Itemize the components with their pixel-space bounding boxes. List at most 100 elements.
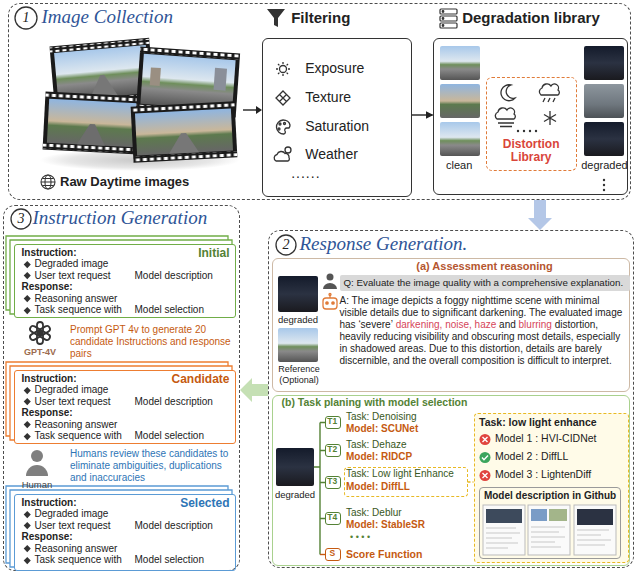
funnel-icon: [267, 9, 285, 27]
robot-icon: [323, 298, 337, 309]
task-text: Task: Deblur: [346, 507, 402, 519]
image-caption: Raw Daytime images: [60, 174, 189, 190]
field-item: Task sequence with: [35, 304, 122, 316]
distortion-term: blurring: [519, 319, 552, 330]
globe-icon: [41, 175, 55, 189]
icon-caption: Human: [15, 479, 59, 490]
github-screenshots: [528, 505, 570, 555]
section-panel: Response Generation.(a) Assessment reaso…: [268, 230, 634, 568]
person-icon: [323, 274, 337, 290]
filter-icons: [279, 123, 281, 125]
model-option: Model 1 : HVI-CIDNet: [495, 432, 597, 445]
assessment-box: (a) Assessment reasoningA: The image dep…: [272, 258, 630, 392]
weather-icons: [539, 84, 559, 95]
film-strips: [43, 92, 142, 155]
person-icon: [327, 274, 334, 281]
model-status-icons: [483, 473, 488, 478]
film-strips: [77, 123, 106, 145]
robot-icon: [332, 302, 334, 304]
weather-icons: [535, 130, 537, 132]
github-screenshots: [531, 527, 565, 547]
film-strips: [47, 99, 137, 148]
bullet: [24, 295, 30, 301]
instruction-card: CandidateInstruction:Degraded imageUser …: [14, 370, 236, 444]
stacked-frames: [10, 366, 232, 440]
model-text: Model: StableSR: [346, 519, 425, 531]
instruction-card: SelectedInstruction:Degraded imageUser t…: [14, 494, 236, 571]
assessment-photos: [278, 276, 318, 312]
bullet: [24, 421, 30, 427]
bullet: [24, 545, 30, 551]
filter-icons: [284, 123, 286, 125]
section-title: Response Generation.: [300, 233, 468, 256]
sample-photos: [603, 184, 605, 186]
person-icon: [323, 283, 337, 289]
field-item: Model selection: [135, 554, 204, 566]
task-tree: [276, 448, 314, 486]
box-heading: Model description in Github: [479, 490, 621, 502]
weather-icons: [543, 98, 555, 102]
sample-photos: [440, 84, 480, 118]
image-caption: degraded: [271, 489, 319, 500]
field-heading: Response:: [22, 281, 73, 293]
film-strips: [150, 67, 161, 86]
field-item: Reasoning answer: [35, 293, 118, 305]
question-text: Q: Evaluate the image quality with a com…: [344, 277, 624, 289]
model-box: Task: low light enhanceModel 1 : HVI-CID…: [474, 413, 629, 563]
server-icon: [440, 9, 457, 28]
weather-icons: [501, 85, 515, 101]
field-heading: Instruction:: [22, 373, 77, 385]
model-status-icons: [480, 434, 491, 445]
gpt-logo: [29, 325, 42, 336]
task-tag: T2: [325, 444, 341, 457]
github-screenshots: [483, 505, 616, 555]
task-tag: T3: [325, 476, 341, 489]
field-heading: Response:: [22, 531, 73, 543]
stacked-frames: [6, 236, 232, 567]
logo-caption: GPT-4V: [16, 347, 64, 358]
human-icon: [26, 450, 48, 476]
planning-box: (b) Task planing with model selectionT1T…: [272, 395, 630, 566]
sample-photos: [440, 122, 480, 156]
section-title: Image Collection: [42, 6, 173, 29]
sample-photos: [440, 46, 480, 80]
globe-icon: [41, 175, 55, 189]
field-item: User text request: [35, 520, 111, 532]
box-heading: Task: low light enhance: [479, 416, 597, 429]
filter-item: Texture: [305, 89, 351, 106]
filter-item: Weather: [305, 146, 358, 163]
server-icon: [440, 9, 457, 14]
model-option: Model 3 : LightenDiff: [495, 468, 591, 481]
weather-icons: [529, 130, 531, 132]
weather-icons: [544, 111, 556, 125]
field-item: Model description: [135, 270, 213, 282]
weather-icons: [517, 130, 519, 132]
tag-text: T2: [324, 444, 340, 455]
filter-icons: [278, 128, 280, 130]
sample-photos: [584, 122, 624, 156]
weather-icons: [523, 130, 525, 132]
filter-icons: [276, 91, 290, 105]
image-caption: degraded: [274, 314, 322, 325]
field-item: User text request: [35, 396, 111, 408]
github-screenshots: [577, 530, 611, 545]
server-icon: [442, 25, 444, 27]
bullet: [24, 307, 30, 313]
stacked-frames: [6, 236, 228, 310]
step-circle: [276, 235, 296, 255]
connector: [468, 481, 474, 482]
github-screenshots: [483, 505, 525, 555]
filter-item: Saturation: [305, 118, 369, 135]
assessment-photos: [278, 328, 318, 362]
human-icon: [31, 450, 43, 462]
task-box: Task: Low light EnhanceModel: DiffLL: [344, 467, 468, 497]
model-status-icons: [480, 452, 491, 463]
stacked-frames: [10, 240, 232, 314]
distortion-box: Distortion Library: [486, 77, 577, 171]
model-box-fill: [474, 413, 629, 563]
field-item: Reasoning answer: [35, 419, 118, 431]
model-status-icons: [483, 437, 488, 442]
filter-icons: [274, 62, 291, 161]
callout-number: 3: [15, 211, 27, 228]
bullet: [24, 398, 30, 404]
